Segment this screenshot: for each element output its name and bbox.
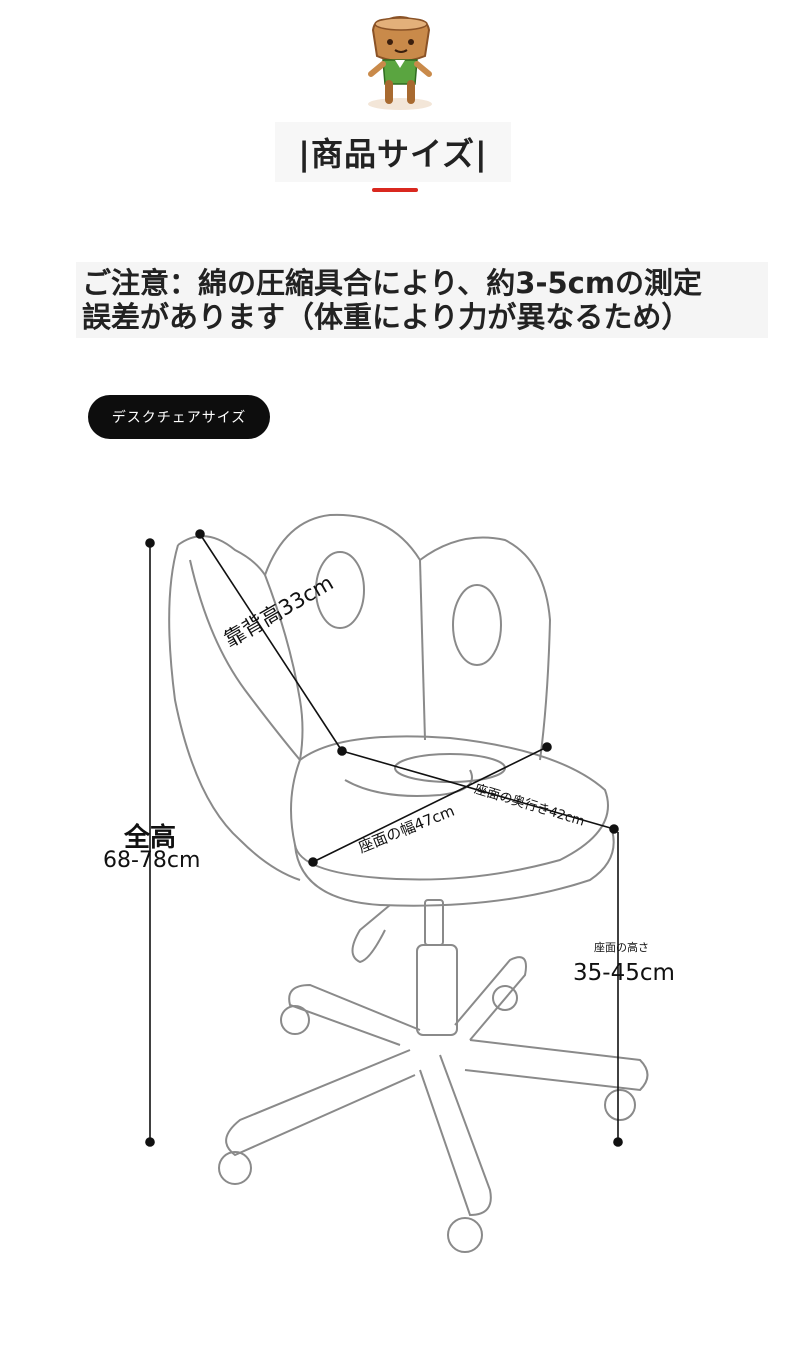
total-height-bottom-dot (145, 1137, 155, 1147)
seat-width-left-dot (308, 857, 318, 867)
total-height-title: 全高 (124, 823, 177, 853)
section-pill-desk-chair-size: デスクチェアサイズ (88, 395, 270, 439)
backrest-height-line (199, 533, 343, 752)
total-height-top-dot (145, 538, 155, 548)
measurement-notice: ご注意：綿の圧縮具合により、約3-5cmの測定 誤差があります（体重により力が異… (76, 262, 768, 338)
seat-height-value: 35-45cm (573, 960, 675, 986)
seat-height-title: 座面の高さ (594, 941, 649, 954)
notice-line-2: 誤差があります（体重により力が異なるため） (82, 300, 691, 334)
title-underline (372, 188, 418, 192)
notice-line-1: ご注意：綿の圧縮具合により、約3-5cmの測定 (82, 266, 703, 300)
chair-dimension-diagram (145, 513, 649, 1253)
seat-depth-line (341, 750, 615, 830)
seat-width-right-dot (542, 742, 552, 752)
seat-depth-end-dot (609, 824, 619, 834)
title-box: |商品サイズ| (275, 122, 511, 182)
dimension-lines (145, 529, 623, 1147)
backrest-top-dot (195, 529, 205, 539)
seat-height-bottom-dot (613, 1137, 623, 1147)
tree-stump-mascot-icon (368, 16, 432, 110)
page-title: |商品サイズ| (298, 135, 488, 173)
seat-width-line (312, 746, 548, 863)
total-height-value: 68-78cm (103, 848, 201, 873)
